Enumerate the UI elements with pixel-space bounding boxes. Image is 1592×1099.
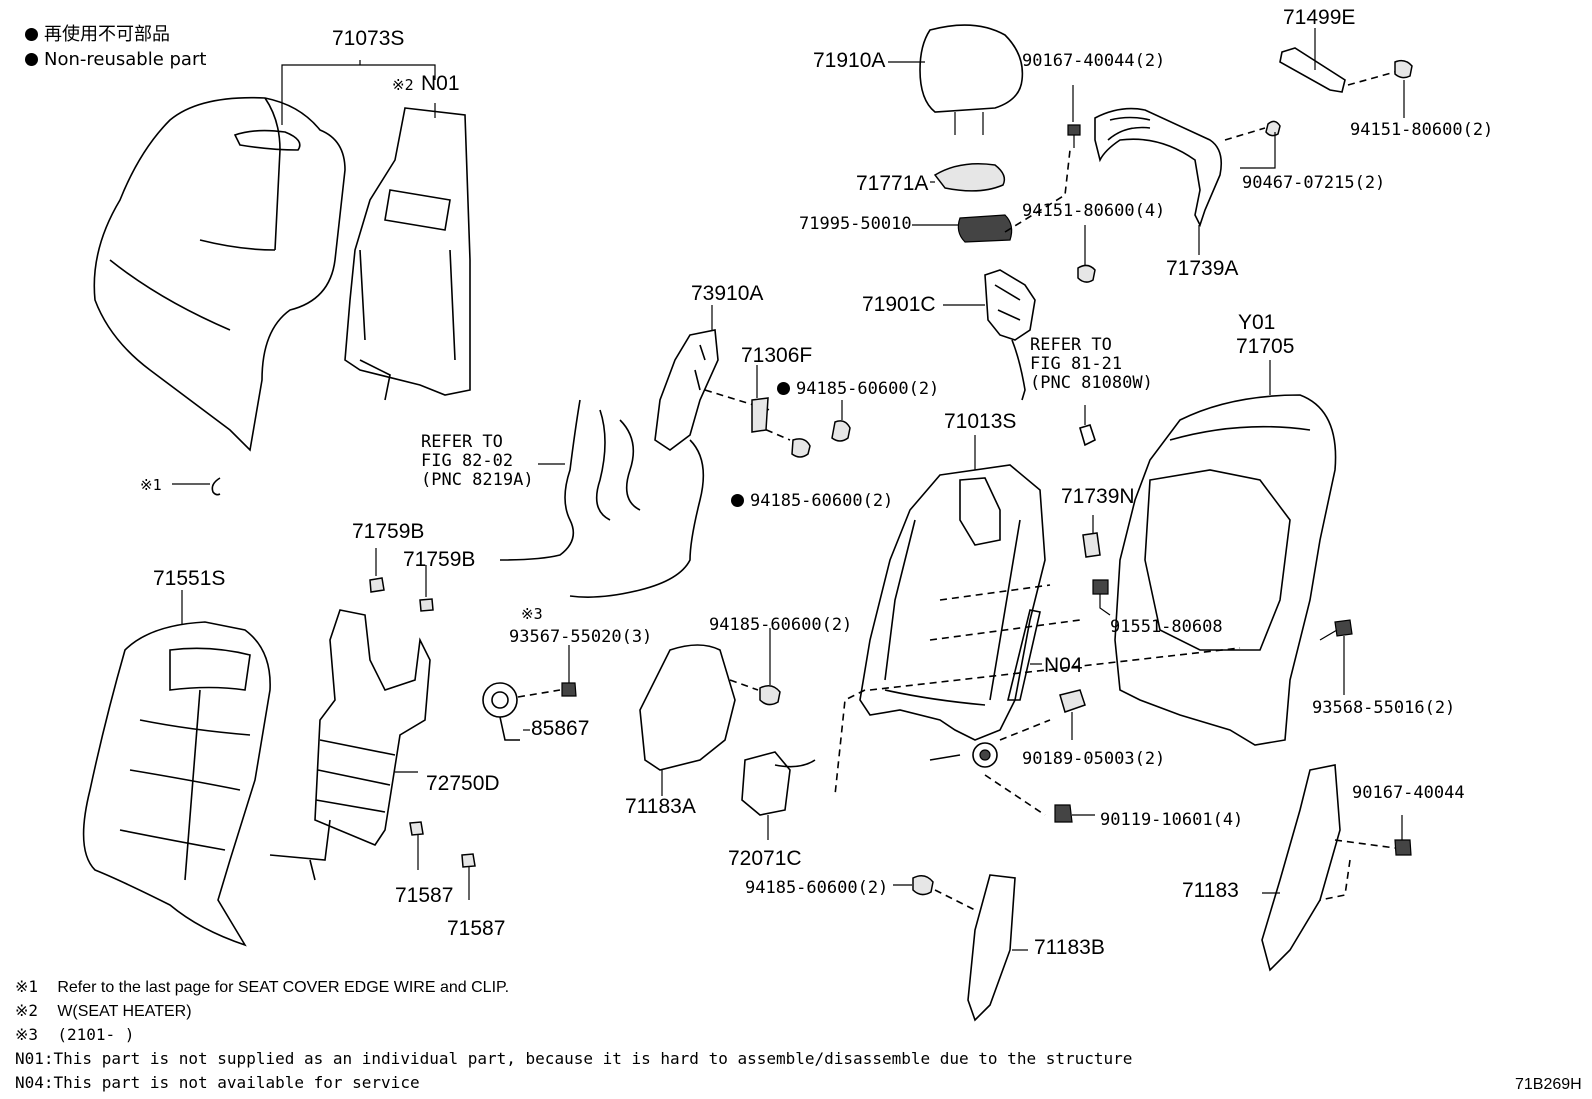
footnote-N04: N04:This part is not available for servi… <box>15 1073 420 1092</box>
part-label: 71183B <box>1034 936 1105 959</box>
bracket-71499E <box>1279 47 1346 93</box>
part-label: 71739A <box>1166 257 1239 280</box>
part-label: 90167-40044(2) <box>1022 51 1166 71</box>
part-label: 71759B <box>403 548 476 571</box>
seatback-board-drawing <box>1114 394 1337 746</box>
part-label: 71183 <box>1182 879 1239 902</box>
legend-jp: 再使用不可部品 <box>25 26 170 44</box>
footnote-2: ※2 W(SEAT HEATER) <box>15 1001 192 1020</box>
footnote-N01: N01:This part is not supplied as an indi… <box>15 1049 1133 1068</box>
non-reusable-dot-icon <box>25 28 38 41</box>
part-label: 71499E <box>1283 6 1356 29</box>
part-label: 90167-40044 <box>1352 783 1465 803</box>
part-label: 93567-55020(3) <box>509 627 653 647</box>
note-mark: ※2 <box>392 76 414 94</box>
headrest-drawing <box>919 24 1024 135</box>
reference-line: (PNC 81080W) <box>1030 373 1153 393</box>
part-label: 71910A <box>813 49 886 72</box>
part-label: 71771A <box>856 172 929 195</box>
note-mark: ※3 <box>521 605 543 623</box>
part-label: N01 <box>421 72 460 95</box>
bracket-71306F <box>751 397 769 433</box>
reference-line: FIG 82-02 <box>421 451 514 471</box>
part-label: 71995-50010 <box>799 214 912 234</box>
side-cover-71183 <box>1261 764 1341 972</box>
seatback-frame-drawing <box>859 464 1046 768</box>
part-label: 94185-60600(2) <box>745 878 889 898</box>
part-label: 94185-60600(2) <box>709 615 853 635</box>
guide-71995 <box>957 214 1013 243</box>
footnote-3: ※3 (2101- ) <box>15 1025 135 1044</box>
part-label: 90467-07215(2) <box>1242 173 1386 193</box>
part-label: 71073S <box>332 27 405 50</box>
reference-line: REFER TO <box>1030 335 1112 355</box>
part-label: 90189-05003(2) <box>1022 749 1166 769</box>
figure-code: 71B269H <box>1515 1076 1582 1093</box>
legend-en: Non-reusable part <box>25 51 206 69</box>
part-label: 94151-80600(4) <box>1022 201 1166 221</box>
part-label: 71551S <box>153 567 226 590</box>
part-label: 93568-55016(2) <box>1312 698 1456 718</box>
note-mark: ※1 <box>140 476 162 494</box>
reference-line: FIG 81-21 <box>1030 354 1123 374</box>
non-reusable-dot-icon <box>731 494 744 507</box>
grommet-71759B-b <box>419 598 434 612</box>
side-cover-71183A <box>639 644 736 771</box>
headrest-support-71771A <box>933 163 1006 192</box>
strip-N04 <box>1006 609 1041 701</box>
part-label: 94185-60600(2) <box>731 493 893 510</box>
headrest-guide-71901C <box>984 269 1036 401</box>
part-label: 94151-80600(2) <box>1350 120 1494 140</box>
part-label: 91551-80608 <box>1110 617 1223 637</box>
part-label: N04 <box>1044 654 1083 677</box>
part-label: 71901C <box>862 293 936 316</box>
reference-line: (PNC 8219A) <box>421 470 534 490</box>
seatback-cover-drawing <box>93 96 346 452</box>
cushion-heater-drawing <box>269 609 431 881</box>
part-label: 72071C <box>728 847 802 870</box>
part-label: 71759B <box>352 520 425 543</box>
side-airbag-drawing <box>569 329 719 598</box>
part-label: 71013S <box>944 410 1017 433</box>
seat-heater-drawing <box>344 107 471 401</box>
part-label: 71183A <box>625 795 696 818</box>
part-label: Y01 <box>1238 311 1276 334</box>
lower-cover-71183B <box>967 874 1016 1022</box>
part-label: 73910A <box>691 282 764 305</box>
part-label: 71705 <box>1236 335 1295 358</box>
motor-72071C <box>741 751 791 816</box>
seat-cushion-cover-drawing <box>82 621 271 947</box>
part-label: 71306F <box>741 344 813 367</box>
grommet-71759B-a <box>369 577 385 593</box>
part-label: 94185-60600(2) <box>777 381 939 398</box>
non-reusable-dot-icon <box>25 53 38 66</box>
part-label: 71739N <box>1061 485 1135 508</box>
footnote-1: ※1 Refer to the last page for SEAT COVER… <box>15 977 510 996</box>
part-label: 72750D <box>426 772 500 795</box>
reference-line: REFER TO <box>421 432 503 452</box>
part-label: 71587 <box>395 884 454 907</box>
part-label: 85867 <box>531 717 590 740</box>
upper-trim-drawing <box>1094 107 1223 228</box>
part-label: 71587 <box>447 917 506 940</box>
part-label: 90119-10601(4) <box>1100 810 1244 830</box>
non-reusable-dot-icon <box>777 382 790 395</box>
